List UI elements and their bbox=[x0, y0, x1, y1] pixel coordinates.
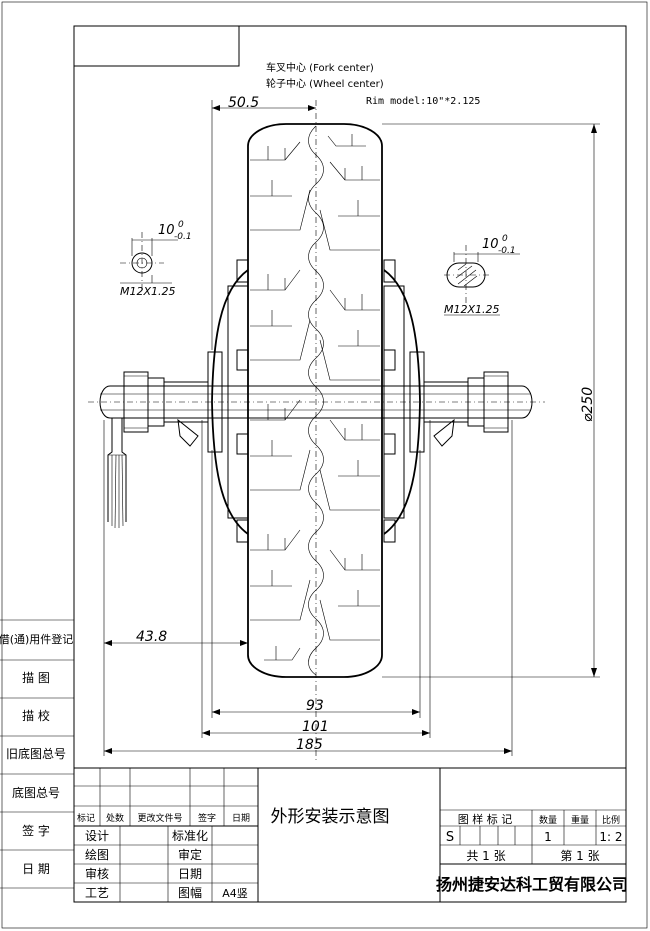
dim-mid-width: 101 bbox=[302, 719, 329, 735]
tread-right bbox=[319, 134, 380, 641]
tb-weight-header: 重量 bbox=[571, 814, 589, 826]
hub-motor bbox=[207, 259, 425, 543]
tb-standardization: 标准化 bbox=[172, 829, 208, 843]
tol-left-upper: 0 bbox=[178, 220, 184, 230]
tb-sheet-number: 第 1 张 bbox=[560, 849, 599, 863]
axle bbox=[99, 371, 533, 447]
tb-paper-size: A4竖 bbox=[222, 887, 248, 900]
side-registration-column: 借(通)用件登记 描 图 描 校 旧底图总号 底图总号 签 字 日 期 bbox=[0, 619, 74, 889]
tol-left-main: 10 bbox=[158, 223, 175, 238]
top-left-box bbox=[74, 26, 240, 67]
tb-qty-value: 1 bbox=[544, 830, 552, 844]
side-label-borrow: 借(通)用件登记 bbox=[0, 632, 73, 646]
side-label-sign: 签 字 bbox=[22, 823, 50, 838]
wheel-center-note: 轮子中心 (Wheel center) bbox=[266, 77, 384, 90]
title-block bbox=[74, 767, 626, 902]
tb-scale-header: 比例 bbox=[602, 814, 620, 826]
tol-right-lower: -0.1 bbox=[498, 246, 516, 256]
thread-detail-right bbox=[444, 245, 520, 316]
dim-diameter: ⌀250 bbox=[580, 387, 596, 422]
tire bbox=[247, 123, 383, 678]
thread-left-label: M12X1.25 bbox=[120, 285, 176, 298]
tb-mark-value: S bbox=[446, 830, 454, 845]
tb-scale-value: 1: 2 bbox=[599, 830, 622, 844]
thread-right-label: M12X1.25 bbox=[444, 303, 500, 316]
tb-date-row: 日期 bbox=[178, 867, 202, 881]
tb-header-signature: 签字 bbox=[198, 812, 216, 824]
side-label-trace: 描 图 bbox=[22, 671, 50, 685]
side-label-date: 日 期 bbox=[22, 862, 50, 876]
side-label-base: 底图总号 bbox=[12, 785, 60, 800]
tol-right-main: 10 bbox=[482, 237, 499, 252]
dim-left-offset: 43.8 bbox=[136, 629, 167, 645]
dim-overall-width: 185 bbox=[296, 737, 323, 753]
dimension-lines bbox=[103, 100, 600, 756]
tb-header-count: 处数 bbox=[106, 812, 124, 824]
tb-mark-header: 图 样 标 记 bbox=[458, 812, 513, 826]
tread-left bbox=[250, 141, 311, 661]
sheet-frame bbox=[73, 25, 627, 903]
tol-left-lower: -0.1 bbox=[174, 232, 192, 242]
rim-model-note: Rim model:10"*2.125 bbox=[366, 96, 480, 107]
drawing-title: 外形安装示意图 bbox=[271, 807, 390, 827]
tol-right-upper: 0 bbox=[502, 234, 508, 244]
tb-process: 工艺 bbox=[85, 886, 109, 900]
tb-approve: 审定 bbox=[178, 847, 202, 862]
motor-cable bbox=[107, 418, 127, 529]
thread-detail-left bbox=[120, 232, 178, 292]
tb-sheets-total: 共 1 张 bbox=[466, 849, 505, 863]
side-label-trace-check: 描 校 bbox=[22, 708, 50, 723]
side-label-old-base: 旧底图总号 bbox=[6, 746, 66, 761]
tb-header-mark: 标记 bbox=[77, 812, 95, 824]
dim-top-offset: 50.5 bbox=[228, 95, 259, 111]
company-name: 扬州捷安达科工贸有限公司 bbox=[436, 875, 628, 894]
tb-header-date: 日期 bbox=[232, 813, 250, 824]
dim-inner-width: 93 bbox=[306, 698, 324, 714]
tb-sheet-size-label: 图幅 bbox=[178, 885, 202, 900]
tb-qty-header: 数量 bbox=[539, 814, 557, 826]
tb-header-change-doc: 更改文件号 bbox=[137, 812, 182, 824]
tb-design: 设计 bbox=[85, 829, 109, 843]
tb-review: 审核 bbox=[85, 866, 109, 881]
fork-center-note: 车叉中心 (Fork center) bbox=[266, 61, 374, 74]
tb-drawing: 绘图 bbox=[85, 847, 109, 862]
